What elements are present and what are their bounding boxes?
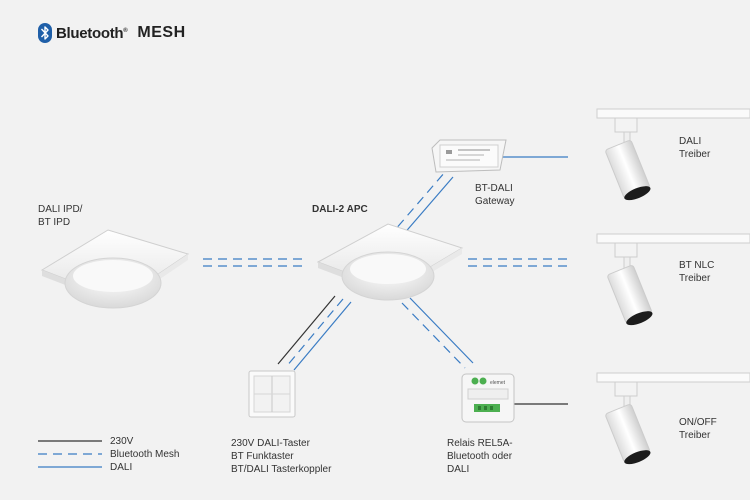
link-apc-relais xyxy=(401,297,474,369)
taster-label: 230V DALI-Taster BT Funktaster BT/DALI T… xyxy=(231,438,332,475)
spotlight-dali-image xyxy=(596,108,750,201)
relais-module-image: elemet xyxy=(461,373,515,423)
brand-bluetooth-text: Bluetooth xyxy=(56,24,124,42)
legend-label-230v: 230V xyxy=(110,436,134,447)
relais-brand-logo: elemet xyxy=(490,380,506,386)
bluetooth-mesh-logo: Bluetooth® MESH xyxy=(38,22,186,44)
spotlight-onoff-image xyxy=(596,372,750,465)
gateway-label: BT-DALI Gateway xyxy=(475,183,515,207)
driver-onoff-label: ON/OFF Treiber xyxy=(679,417,717,441)
brand-trademark: ® xyxy=(123,27,128,34)
legend-label-dali: DALI xyxy=(110,462,133,473)
driver-dali-label: DALI Treiber xyxy=(679,136,711,160)
driver-btnlc-label: BT NLC Treiber xyxy=(679,260,715,284)
link-apc-taster xyxy=(277,295,352,371)
link-apc-btnlc xyxy=(468,258,568,267)
legend-label-bluetooth-mesh: Bluetooth Mesh xyxy=(110,449,180,460)
brand-mesh-text: MESH xyxy=(137,24,186,41)
gateway-module-image xyxy=(431,139,507,173)
ipd-sensor-image xyxy=(40,229,190,309)
bluetooth-icon xyxy=(38,23,52,43)
ipd-label: DALI IPD/ BT IPD xyxy=(38,204,83,228)
apc-label: DALI-2 APC xyxy=(312,204,368,215)
taster-switch-image xyxy=(248,370,296,418)
relais-label: Relais REL5A- Bluetooth oder DALI xyxy=(447,438,513,475)
spotlight-btnlc-image xyxy=(596,233,750,326)
link-ipd-apc xyxy=(203,258,305,267)
apc-sensor-image xyxy=(316,223,464,301)
